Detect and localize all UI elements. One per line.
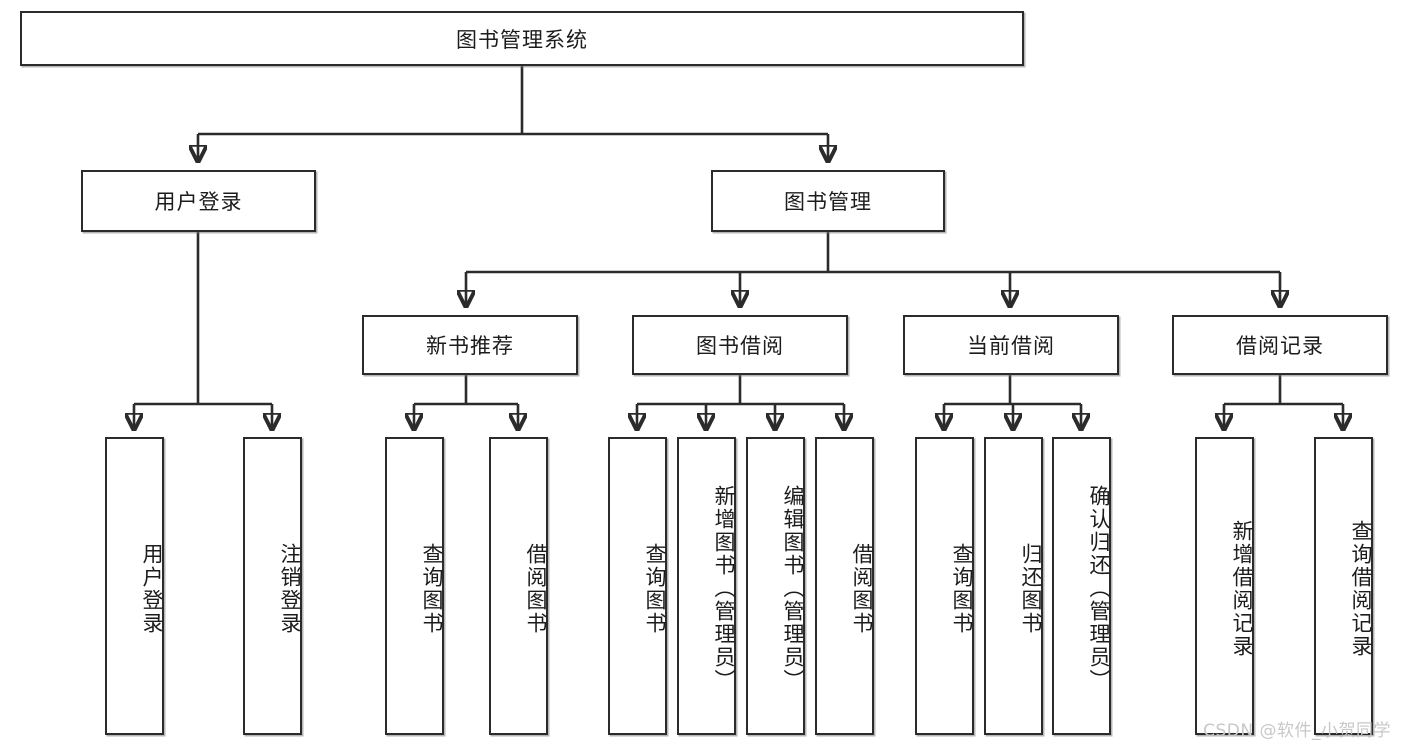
- node-user-login[interactable]: 用户登录: [81, 170, 316, 232]
- node-label: 当前借阅: [967, 334, 1055, 358]
- leaf-current-borrow-return[interactable]: 归还图书: [984, 437, 1043, 735]
- node-new-book-recommend[interactable]: 新书推荐: [362, 315, 578, 375]
- node-label: 新增图书（管理员）: [712, 484, 736, 692]
- node-root-system[interactable]: 图书管理系统: [20, 11, 1024, 66]
- leaf-book-borrow-add[interactable]: 新增图书（管理员）: [677, 437, 736, 735]
- node-label: 图书管理系统: [456, 27, 588, 52]
- node-label: 图书管理: [784, 190, 872, 214]
- leaf-book-borrow-query[interactable]: 查询图书: [608, 437, 667, 735]
- node-book-management[interactable]: 图书管理: [711, 170, 945, 232]
- node-label: 归还图书: [1019, 543, 1043, 635]
- leaf-current-borrow-query[interactable]: 查询图书: [915, 437, 974, 735]
- leaf-book-borrow-edit[interactable]: 编辑图书（管理员）: [746, 437, 805, 735]
- node-label: 图书借阅: [696, 334, 784, 358]
- node-label: 新书推荐: [426, 334, 514, 358]
- node-borrow-record[interactable]: 借阅记录: [1172, 315, 1388, 375]
- leaf-book-borrow-borrow[interactable]: 借阅图书: [815, 437, 874, 735]
- node-label: 查询图书: [950, 543, 974, 635]
- node-label: 新增借阅记录: [1230, 520, 1254, 658]
- leaf-user-login-signin[interactable]: 用户登录: [105, 437, 164, 735]
- node-label: 用户登录: [140, 543, 164, 635]
- node-label: 借阅记录: [1236, 334, 1324, 358]
- node-label: 查询图书: [420, 543, 444, 635]
- leaf-borrow-record-query[interactable]: 查询借阅记录: [1314, 437, 1373, 735]
- leaf-new-book-borrow[interactable]: 借阅图书: [489, 437, 548, 735]
- node-label: 查询图书: [643, 543, 667, 635]
- node-current-borrow[interactable]: 当前借阅: [903, 315, 1119, 375]
- leaf-new-book-query[interactable]: 查询图书: [385, 437, 444, 735]
- leaf-user-login-signout[interactable]: 注销登录: [243, 437, 302, 735]
- leaf-current-borrow-confirm-return[interactable]: 确认归还（管理员）: [1052, 437, 1111, 735]
- watermark: CSDN @软件_小贺同学: [1203, 721, 1391, 741]
- node-label: 确认归还（管理员）: [1087, 484, 1111, 692]
- node-book-borrow[interactable]: 图书借阅: [632, 315, 848, 375]
- node-label: 借阅图书: [524, 543, 548, 635]
- node-label: 用户登录: [154, 190, 243, 214]
- node-label: 注销登录: [278, 543, 302, 635]
- node-label: 编辑图书（管理员）: [781, 484, 805, 692]
- node-label: 借阅图书: [850, 543, 874, 635]
- leaf-borrow-record-add[interactable]: 新增借阅记录: [1195, 437, 1254, 735]
- node-label: 查询借阅记录: [1349, 520, 1373, 658]
